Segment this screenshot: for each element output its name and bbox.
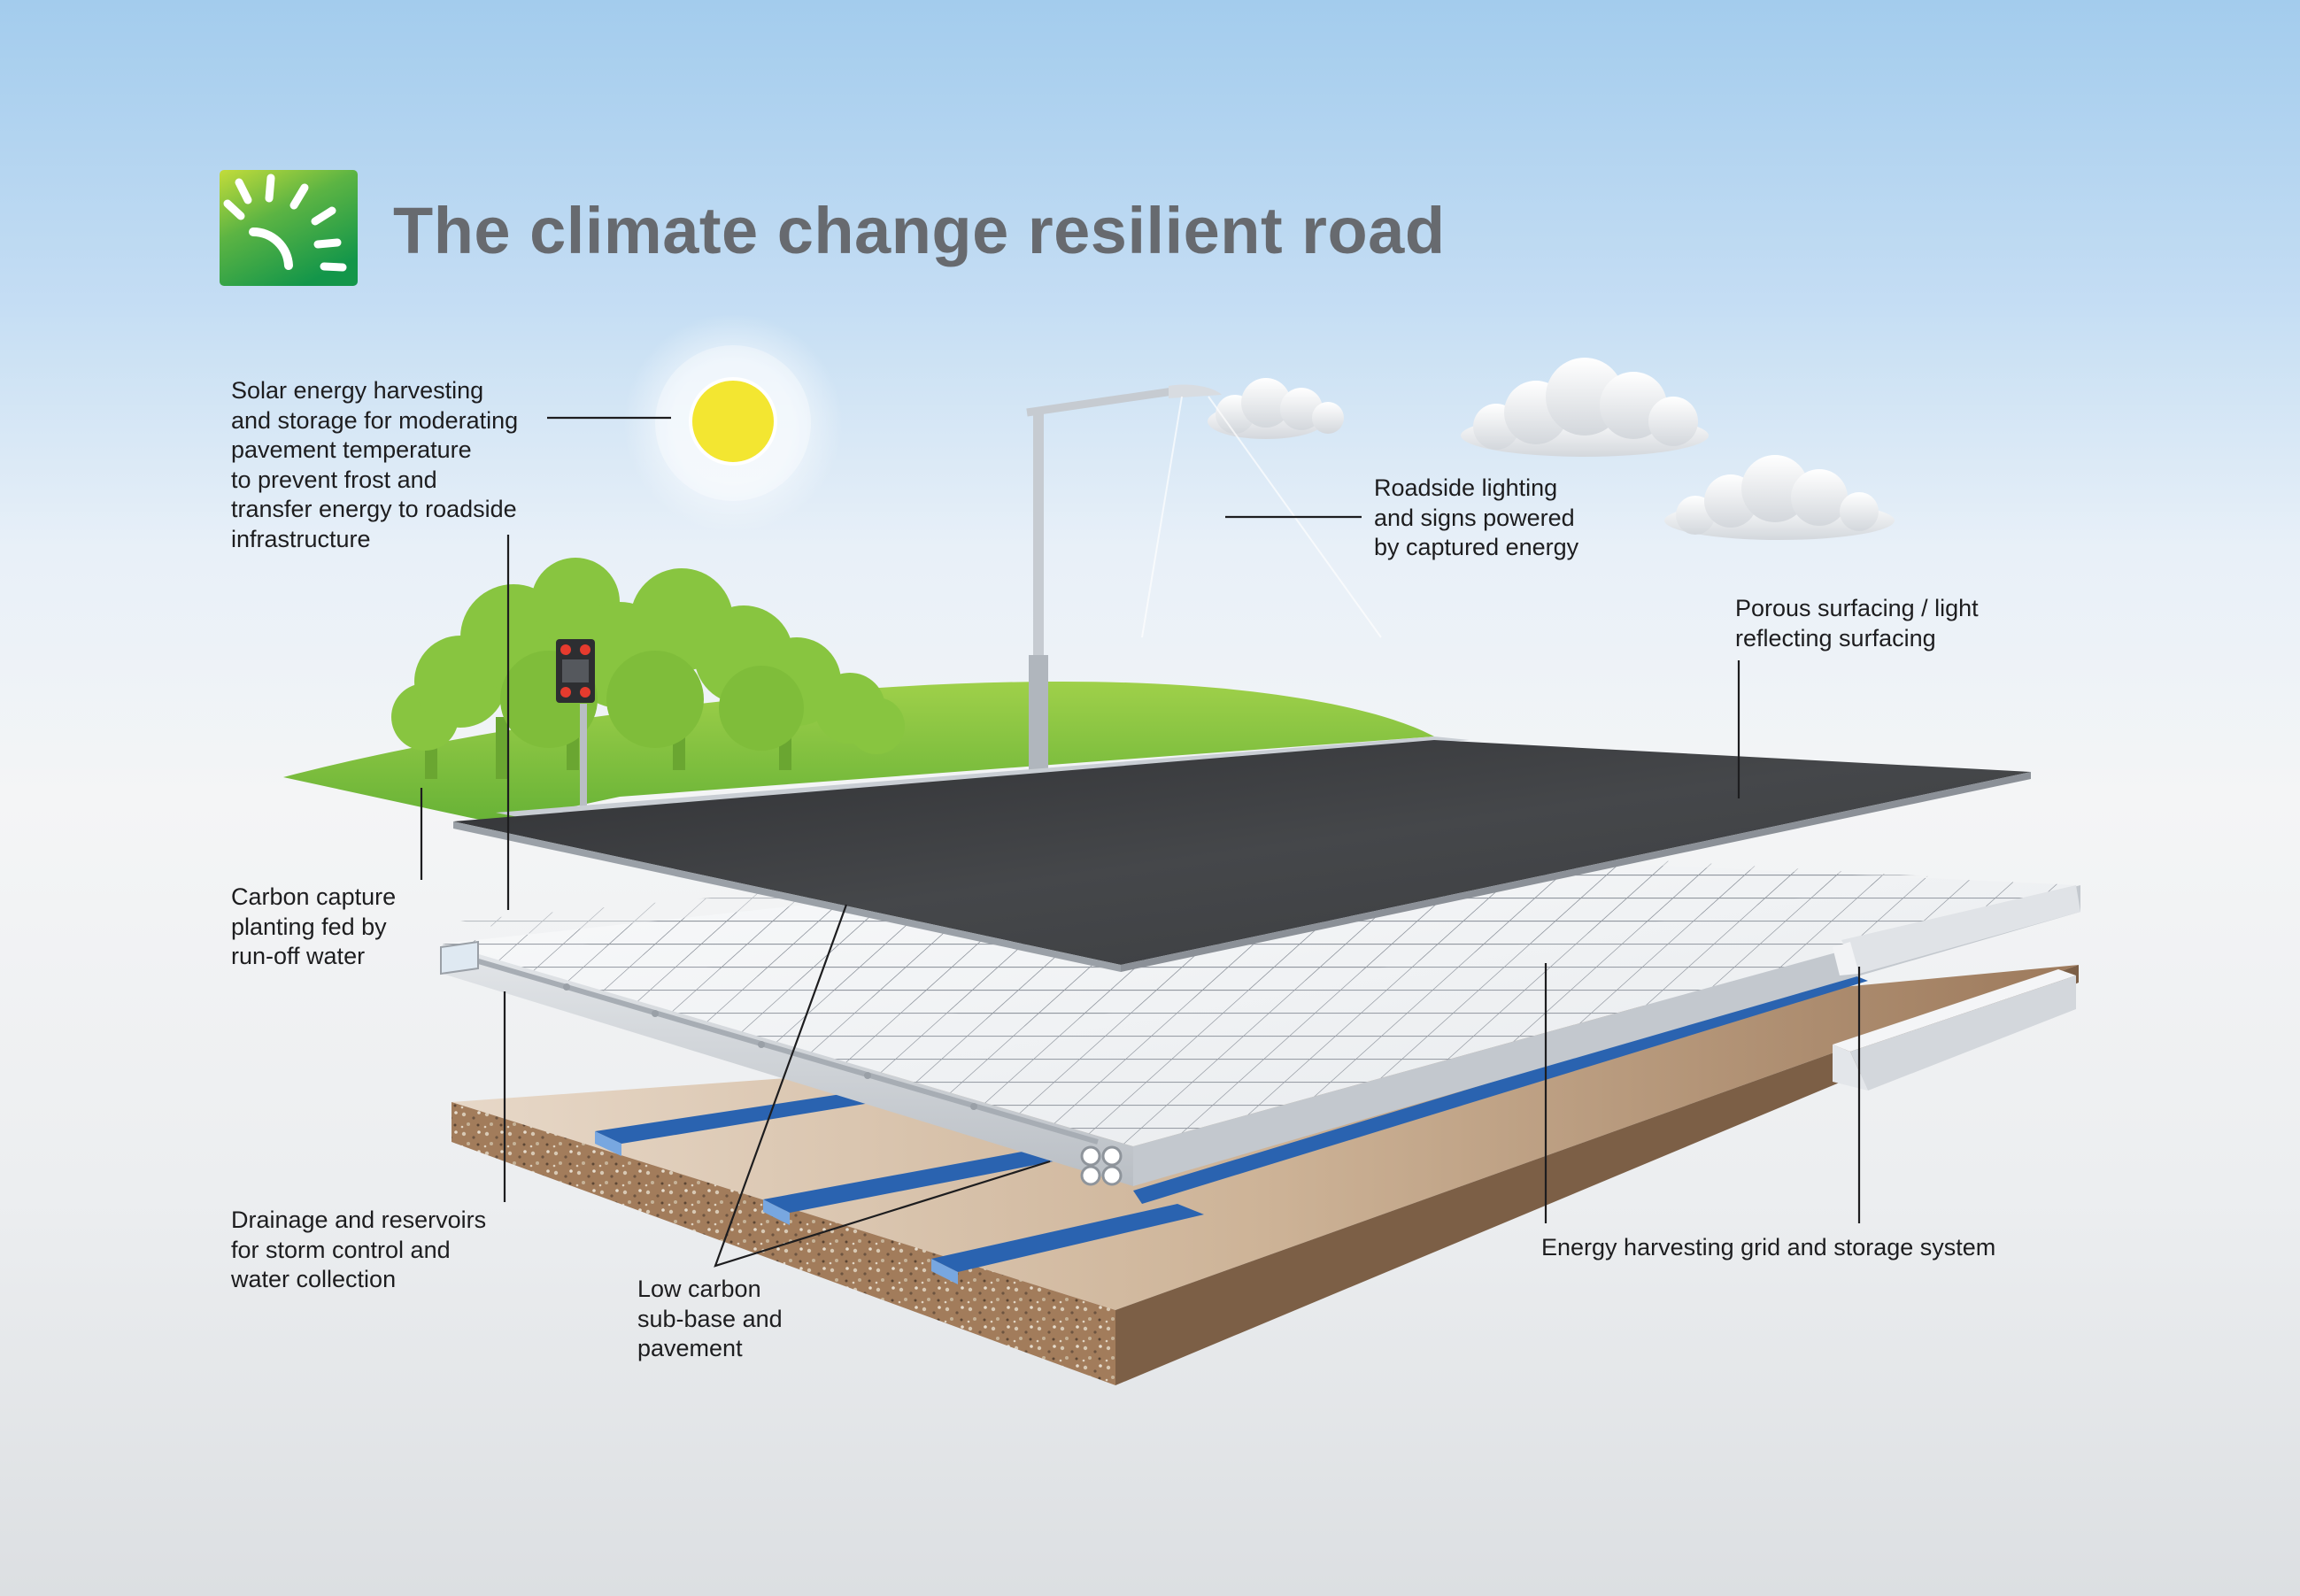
logo-sun-icon <box>220 170 358 286</box>
roadside-sign-icon <box>556 639 595 823</box>
drainage-strip <box>931 1204 1204 1284</box>
cloud-icon <box>1208 378 1344 439</box>
label-roadside-lighting: Roadside lighting and signs powered by c… <box>1374 474 1579 560</box>
tree-group-icon <box>391 558 905 779</box>
cloud-icon <box>1664 455 1895 540</box>
title-band <box>0 0 2300 317</box>
label-porous-surfacing: Porous surfacing / light reflecting surf… <box>1735 595 1979 652</box>
drainage-strip <box>763 1151 1054 1225</box>
sun-icon <box>623 313 843 533</box>
label-carbon-capture: Carbon capture planting fed by run-off w… <box>231 883 397 969</box>
leader-lines <box>420 416 1861 1268</box>
label-energy-grid: Energy harvesting grid and storage syste… <box>1541 1234 1996 1261</box>
porous-asphalt-surface <box>453 740 2031 972</box>
grass-hill <box>283 682 1434 823</box>
street-lamp-icon <box>1026 384 1382 781</box>
label-solar-energy: Solar energy harvesting and storage for … <box>231 377 519 552</box>
label-drainage: Drainage and reservoirs for storm contro… <box>231 1207 487 1292</box>
page-title: The climate change resilient road <box>393 194 1446 267</box>
cloud-icon <box>1461 358 1709 457</box>
storage-layer-edge <box>1133 974 1868 1204</box>
label-low-carbon: Low carbon sub-base and pavement <box>637 1276 783 1361</box>
drainage-strip <box>595 1089 903 1156</box>
pipe-ends-icon <box>1080 1145 1123 1186</box>
